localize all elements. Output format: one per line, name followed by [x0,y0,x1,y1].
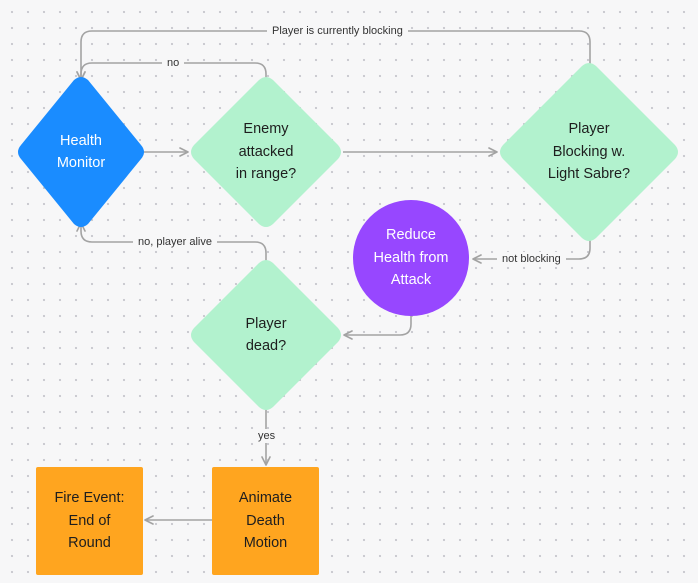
fire-event-label: Fire Event: End of Round [54,490,125,552]
enemy-attacked-label: Enemy attacked in range? [235,121,297,183]
connector-reduce-health-to-player-dead [343,313,412,340]
edge-label-yes: yes [253,429,281,443]
player-blocking-diamond[interactable] [497,63,681,241]
connector-blocking-to-reduce-health [472,237,591,264]
reduce-health-circle[interactable] [353,200,469,316]
health-monitor-diamond[interactable] [15,77,147,227]
health-monitor-label: Health Monitor [56,132,106,171]
edge-label-currently-blocking: Player is currently blocking [267,24,408,38]
enemy-attacked-diamond[interactable] [188,77,344,227]
player-dead-label: Player dead? [245,315,287,354]
fire-event-box[interactable] [36,467,143,575]
animate-death-box[interactable] [212,467,319,575]
player-blocking-label: Player Blocking w. Light Sabre? [547,121,631,183]
reduce-health-label: Reduce Health from Attack [373,227,449,289]
edge-label-no: no [162,56,185,70]
player-dead-diamond[interactable] [188,260,344,410]
edge-label-no-player-alive: no, player alive [133,235,217,249]
edge-label-not-blocking: not blocking [497,252,566,266]
animate-death-label: Animate Death Motion [238,490,293,552]
